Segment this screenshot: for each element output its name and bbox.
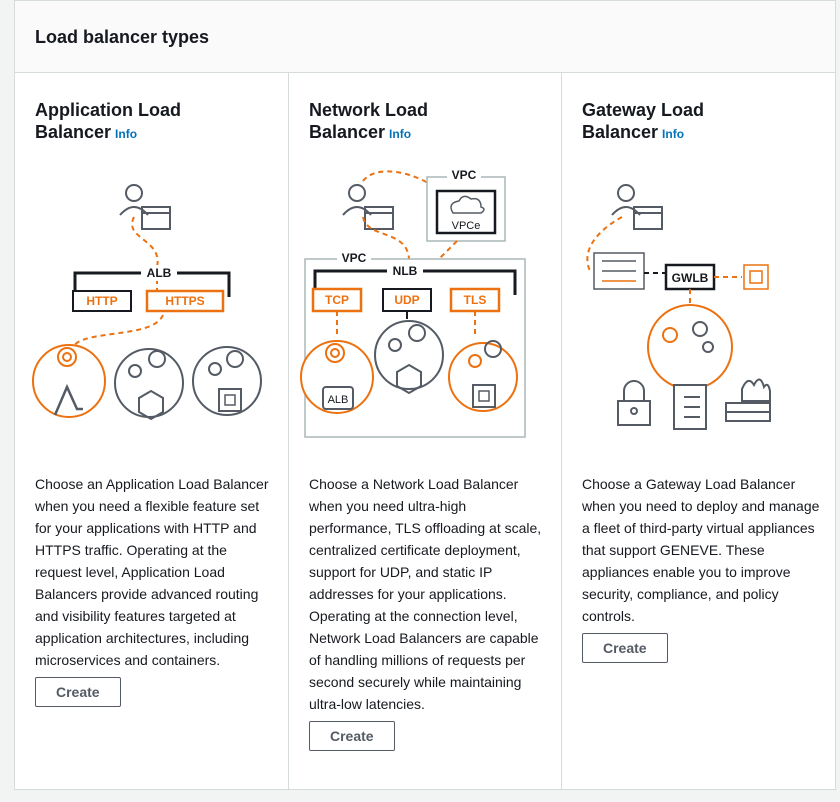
vpc-label: VPC <box>342 251 367 265</box>
nlb-title-text: Network Load Balancer <box>309 100 429 142</box>
alb-description: Choose an Application Load Balancer when… <box>35 476 269 668</box>
gwlb-info-link[interactable]: Info <box>662 127 685 141</box>
alb-description-block: Choose an Application Load Balancer when… <box>35 473 275 707</box>
nlb-description: Choose a Network Load Balancer when you … <box>309 476 542 712</box>
alb-diagram: ALB HTTP HTTPS <box>32 184 262 421</box>
listener-udp-label: UDP <box>394 293 419 307</box>
load-balancer-types-panel: Load balancer types Application Load Bal… <box>14 0 836 790</box>
gwlb-title-text: Gateway Load Balancer <box>582 100 705 142</box>
vpce-vpc-label: VPC <box>452 169 477 182</box>
client-user-icon <box>611 184 663 230</box>
client-to-router-path <box>586 216 623 272</box>
routing-table-icon <box>593 252 645 290</box>
chip-icon <box>743 264 769 290</box>
client-user-icon <box>342 184 394 230</box>
nlb-label: NLB <box>393 264 418 278</box>
gwlb-description-block: Choose a Gateway Load Balancer when you … <box>582 473 822 663</box>
create-gwlb-button[interactable]: Create <box>582 633 668 663</box>
instance-target-icon <box>192 346 262 416</box>
gwlb-diagram: GWLB <box>586 184 771 430</box>
lambda-target-icon <box>32 344 106 418</box>
gwlb-description: Choose a Gateway Load Balancer when you … <box>582 476 820 624</box>
listener-tls-label: TLS <box>464 293 487 307</box>
instance-target-icon <box>448 340 518 412</box>
panel-bottom-divider <box>14 790 836 802</box>
create-nlb-button[interactable]: Create <box>309 721 395 751</box>
alb-info-link[interactable]: Info <box>115 127 138 141</box>
vpce-to-nlb-path <box>436 240 458 262</box>
alb-target-label: ALB <box>328 394 349 406</box>
nlb-description-block: Choose a Network Load Balancer when you … <box>309 473 549 751</box>
client-to-vpce-path <box>362 170 438 190</box>
alb-label: ALB <box>147 266 172 280</box>
firewall-icon <box>725 378 771 422</box>
listener-https-label: HTTPS <box>165 294 204 308</box>
client-to-nlb-path <box>362 216 410 260</box>
alb-title-text: Application Load Balancer <box>35 100 181 142</box>
appliance-fleet-icon <box>647 304 733 390</box>
https-to-lambda-path <box>72 314 164 348</box>
nlb-info-link[interactable]: Info <box>389 127 412 141</box>
listener-tcp-label: TCP <box>325 293 349 307</box>
listener-https-box <box>145 289 225 313</box>
alb-target-icon: ALB <box>300 340 374 414</box>
panel-title: Load balancer types <box>35 27 210 47</box>
gwlb-label: GWLB <box>672 271 709 285</box>
create-alb-button[interactable]: Create <box>35 677 121 707</box>
vpce-box <box>435 189 497 235</box>
nlb-diagram: VPC VPCe VPC NLB TCP UDP TLS <box>300 169 526 438</box>
panel-header: Load balancer types <box>15 1 835 73</box>
listener-http-box <box>72 290 132 312</box>
listener-http-label: HTTP <box>86 294 117 308</box>
container-target-icon <box>114 348 184 421</box>
vpce-label: VPCe <box>452 220 481 232</box>
client-user-icon <box>119 184 171 230</box>
cloud-icon <box>450 195 485 214</box>
checklist-icon <box>673 384 707 430</box>
lock-icon <box>617 380 651 426</box>
container-target-icon <box>374 320 444 395</box>
